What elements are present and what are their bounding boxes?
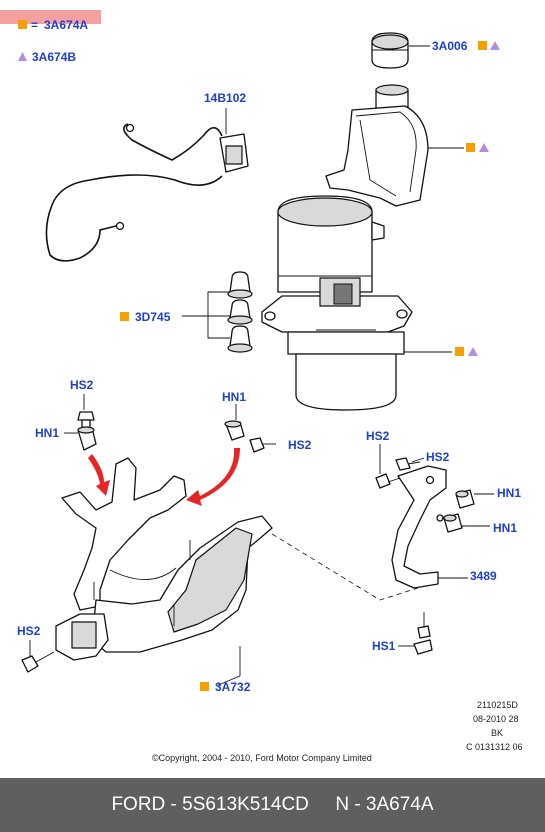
footer-bar: FORD - 5S613K514CD N - 3A674A	[0, 778, 545, 832]
label-3489: 3489	[470, 569, 497, 583]
meta-line-2: 08-2010 28	[473, 714, 519, 724]
label-3a006: 3A006	[432, 39, 468, 53]
bolt-left	[21, 651, 55, 673]
reservoir-cap	[371, 32, 409, 69]
legend-triangle-code: 3A674B	[32, 50, 76, 64]
square-marker-icon	[18, 20, 27, 29]
label-hs2-right-b: HS2	[426, 450, 450, 464]
meta-line-1: 2110215D	[477, 700, 518, 710]
fasteners-right	[375, 457, 475, 655]
fasteners-left	[77, 411, 97, 451]
pump-motor	[261, 195, 413, 411]
reservoir	[325, 84, 429, 207]
copyright: ©Copyright, 2004 - 2010, Ford Motor Comp…	[152, 753, 372, 763]
label-3a732: 3A732	[215, 680, 251, 694]
legend: = 3A674A 3A674B	[0, 10, 101, 64]
label-hs2-center: HS2	[288, 438, 312, 452]
meta-line-3: BK	[491, 728, 503, 738]
meta-line-4: C 0131312 06	[466, 742, 523, 752]
mounting-bracket	[391, 465, 447, 589]
arrow-right-icon	[186, 448, 240, 506]
footer-part-number: FORD - 5S613K514CD	[111, 794, 309, 815]
label-14b102: 14B102	[204, 91, 246, 105]
label-hs2-top: HS2	[70, 378, 94, 392]
triangle-marker-icon	[479, 143, 489, 152]
svg-text:=: =	[31, 18, 38, 32]
label-hn1-right-a: HN1	[497, 486, 521, 500]
triangle-marker-icon	[490, 41, 500, 50]
grommets	[182, 271, 253, 353]
square-marker-icon	[200, 682, 209, 691]
arrow-left-icon	[88, 454, 110, 496]
label-hn1-top: HN1	[35, 426, 59, 440]
label-hs1: HS1	[372, 639, 396, 653]
triangle-marker-icon	[468, 347, 478, 356]
heat-shield	[55, 457, 273, 661]
square-marker-icon	[466, 143, 475, 152]
label-hn1-center: HN1	[222, 390, 246, 404]
legend-square-code: 3A674A	[44, 18, 88, 32]
fasteners-center	[224, 420, 276, 453]
footer-code: N - 3A674A	[335, 794, 434, 815]
label-hn1-right-b: HN1	[493, 521, 517, 535]
label-hs2-left: HS2	[17, 624, 41, 638]
label-3d745: 3D745	[135, 310, 171, 324]
square-marker-icon	[478, 41, 487, 50]
square-marker-icon	[455, 347, 464, 356]
triangle-marker-icon	[18, 52, 27, 61]
parts-diagram: = 3A674A 3A674B 3A006 14B102	[0, 10, 523, 763]
label-hs2-right: HS2	[366, 429, 390, 443]
square-marker-icon	[120, 312, 129, 321]
wiring-harness	[45, 123, 249, 262]
